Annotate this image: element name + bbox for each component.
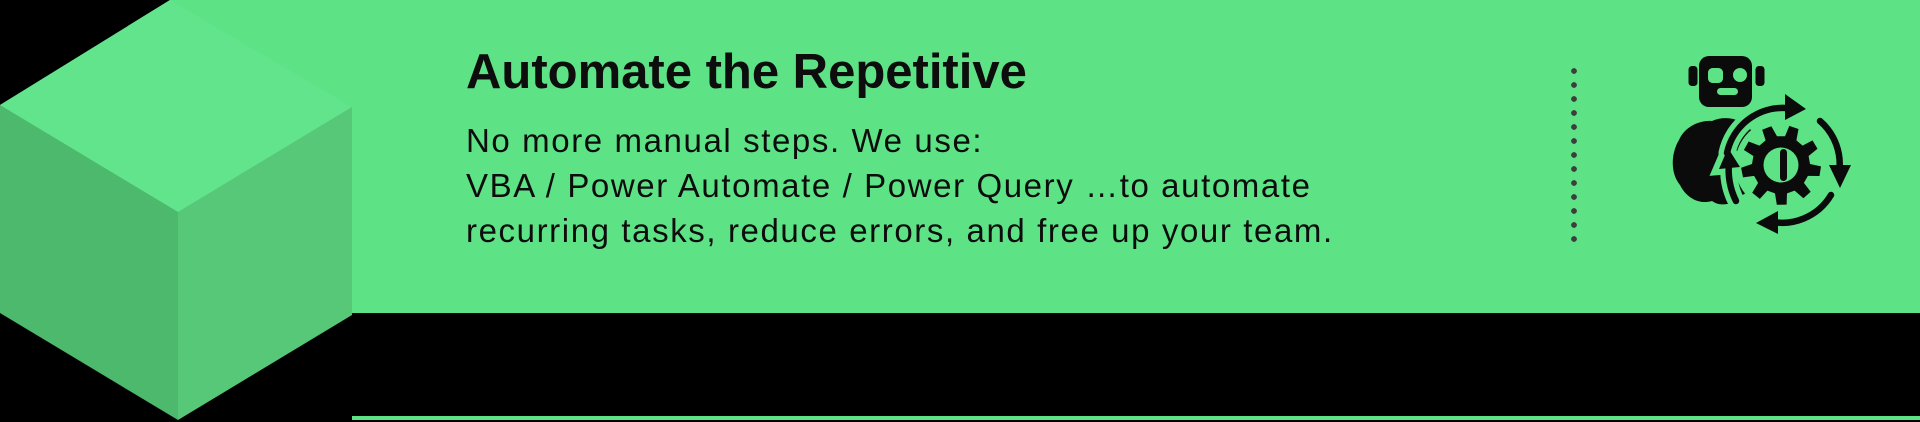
description-line-3: recurring tasks, reduce errors, and free…	[466, 212, 1334, 249]
dotted-divider	[1570, 64, 1578, 246]
gear-icon	[1741, 125, 1821, 205]
cube-right-face	[178, 107, 352, 420]
page-title: Automate the Repetitive	[466, 45, 1027, 99]
robot-brain-gear-automation-icon	[1672, 56, 1861, 244]
description-line-1: No more manual steps. We use:	[466, 122, 984, 159]
cube-left-face	[0, 105, 178, 420]
bottom-accent-strip	[352, 416, 1920, 420]
description-line-2: VBA / Power Automate / Power Query …to a…	[466, 167, 1312, 204]
cycle-arrows-icon	[1719, 94, 1851, 234]
isometric-cube-graphic	[0, 0, 352, 420]
banner-description: No more manual steps. We use: VBA / Powe…	[466, 118, 1334, 253]
robot-head-icon	[1688, 56, 1765, 107]
cube-top-face	[0, 0, 352, 212]
